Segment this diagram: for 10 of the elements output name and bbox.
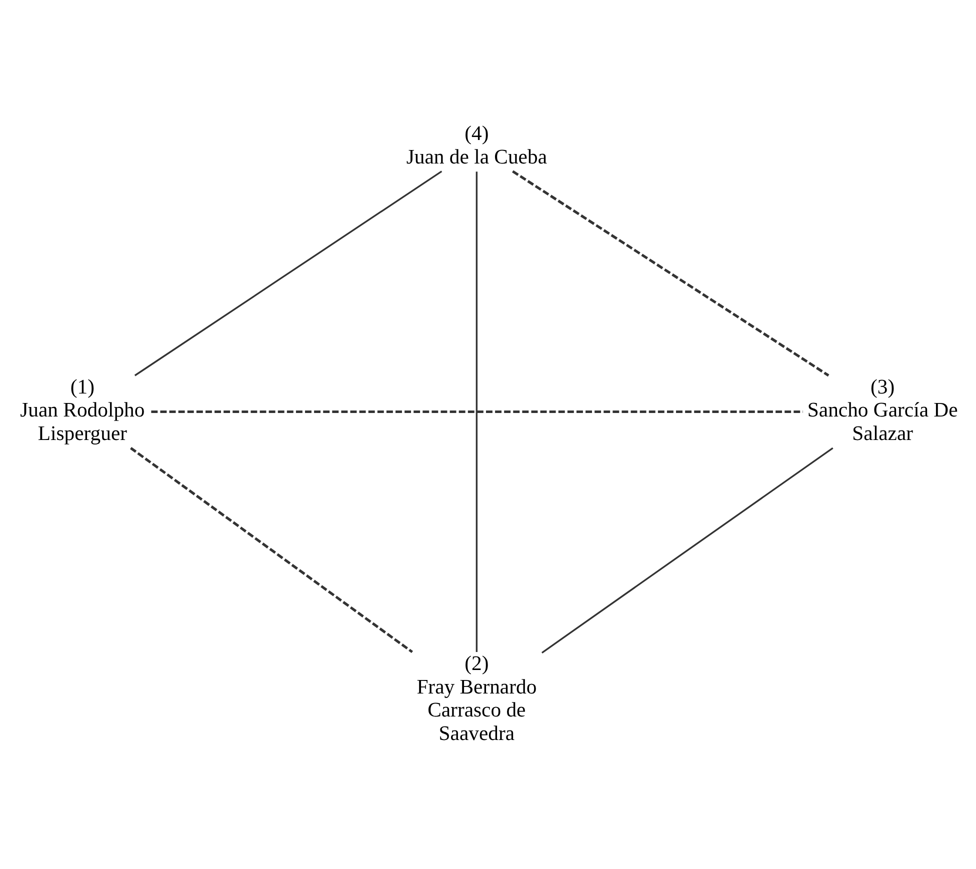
- connector: [512, 170, 830, 376]
- node-text: (1) Juan Rodolpho Lisperguer: [20, 376, 145, 444]
- node-text: (3) Sancho García De Salazar: [807, 376, 958, 444]
- node-text: (4) Juan de la Cueba: [406, 122, 548, 168]
- connector: [476, 171, 478, 652]
- node-text: (2) Fray Bernardo Carrasco de Saavedra: [416, 652, 537, 744]
- connector: [134, 170, 442, 376]
- connector: [541, 446, 834, 653]
- connector: [130, 446, 413, 653]
- connector: [151, 410, 803, 413]
